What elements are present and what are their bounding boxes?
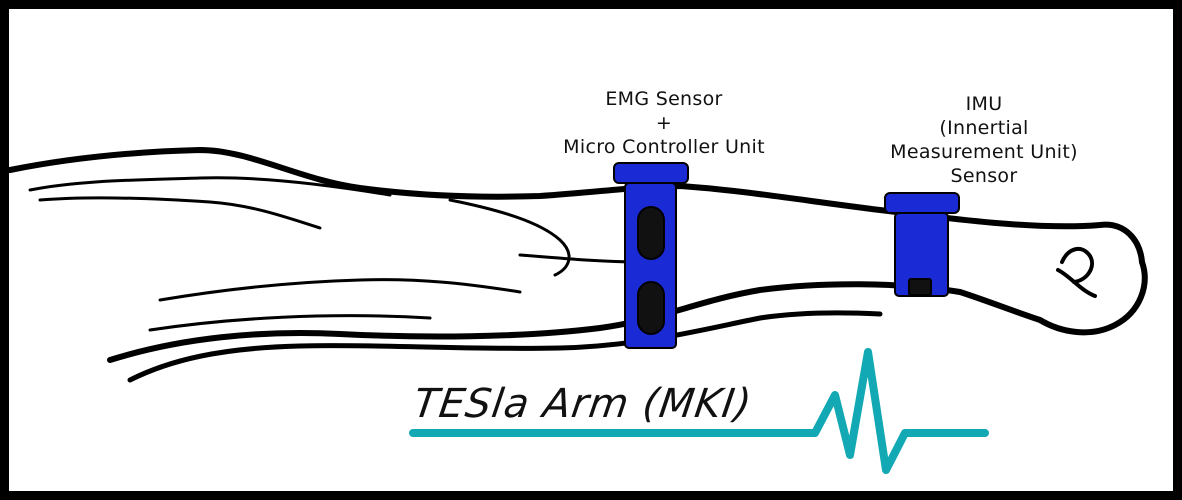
forearm-bottom-outline — [107, 281, 963, 363]
emg-label-line1: EMG Sensor — [605, 88, 723, 110]
imu-sensor-band — [884, 192, 960, 297]
emg-label-line3: Micro Controller Unit — [563, 136, 765, 158]
emg-sensor-label: EMG Sensor + Micro Controller Unit — [514, 87, 814, 159]
emg-label-line2: + — [655, 112, 673, 134]
fist-outline — [957, 259, 1148, 336]
imu-label-line1: IMU — [965, 93, 1003, 115]
upper-arm-fold — [28, 176, 392, 230]
imu-label-line3: Measurement Unit) — [890, 141, 1078, 163]
project-title: TESla Arm (MKI) — [410, 381, 755, 427]
thumb-outline — [1056, 246, 1097, 298]
emg-sensor-band — [613, 162, 689, 349]
lower-arm-line — [127, 310, 883, 383]
imu-label-line4: Sensor — [950, 165, 1018, 187]
pulse-line — [409, 348, 989, 474]
elbow-fold — [148, 278, 522, 332]
imu-label-line2: (Innertial — [939, 117, 1029, 139]
arm-top-outline — [9, 147, 1145, 265]
forearm-muscle — [448, 198, 642, 277]
imu-sensor-label: IMU (Innertial Measurement Unit) Sensor — [884, 92, 1084, 188]
